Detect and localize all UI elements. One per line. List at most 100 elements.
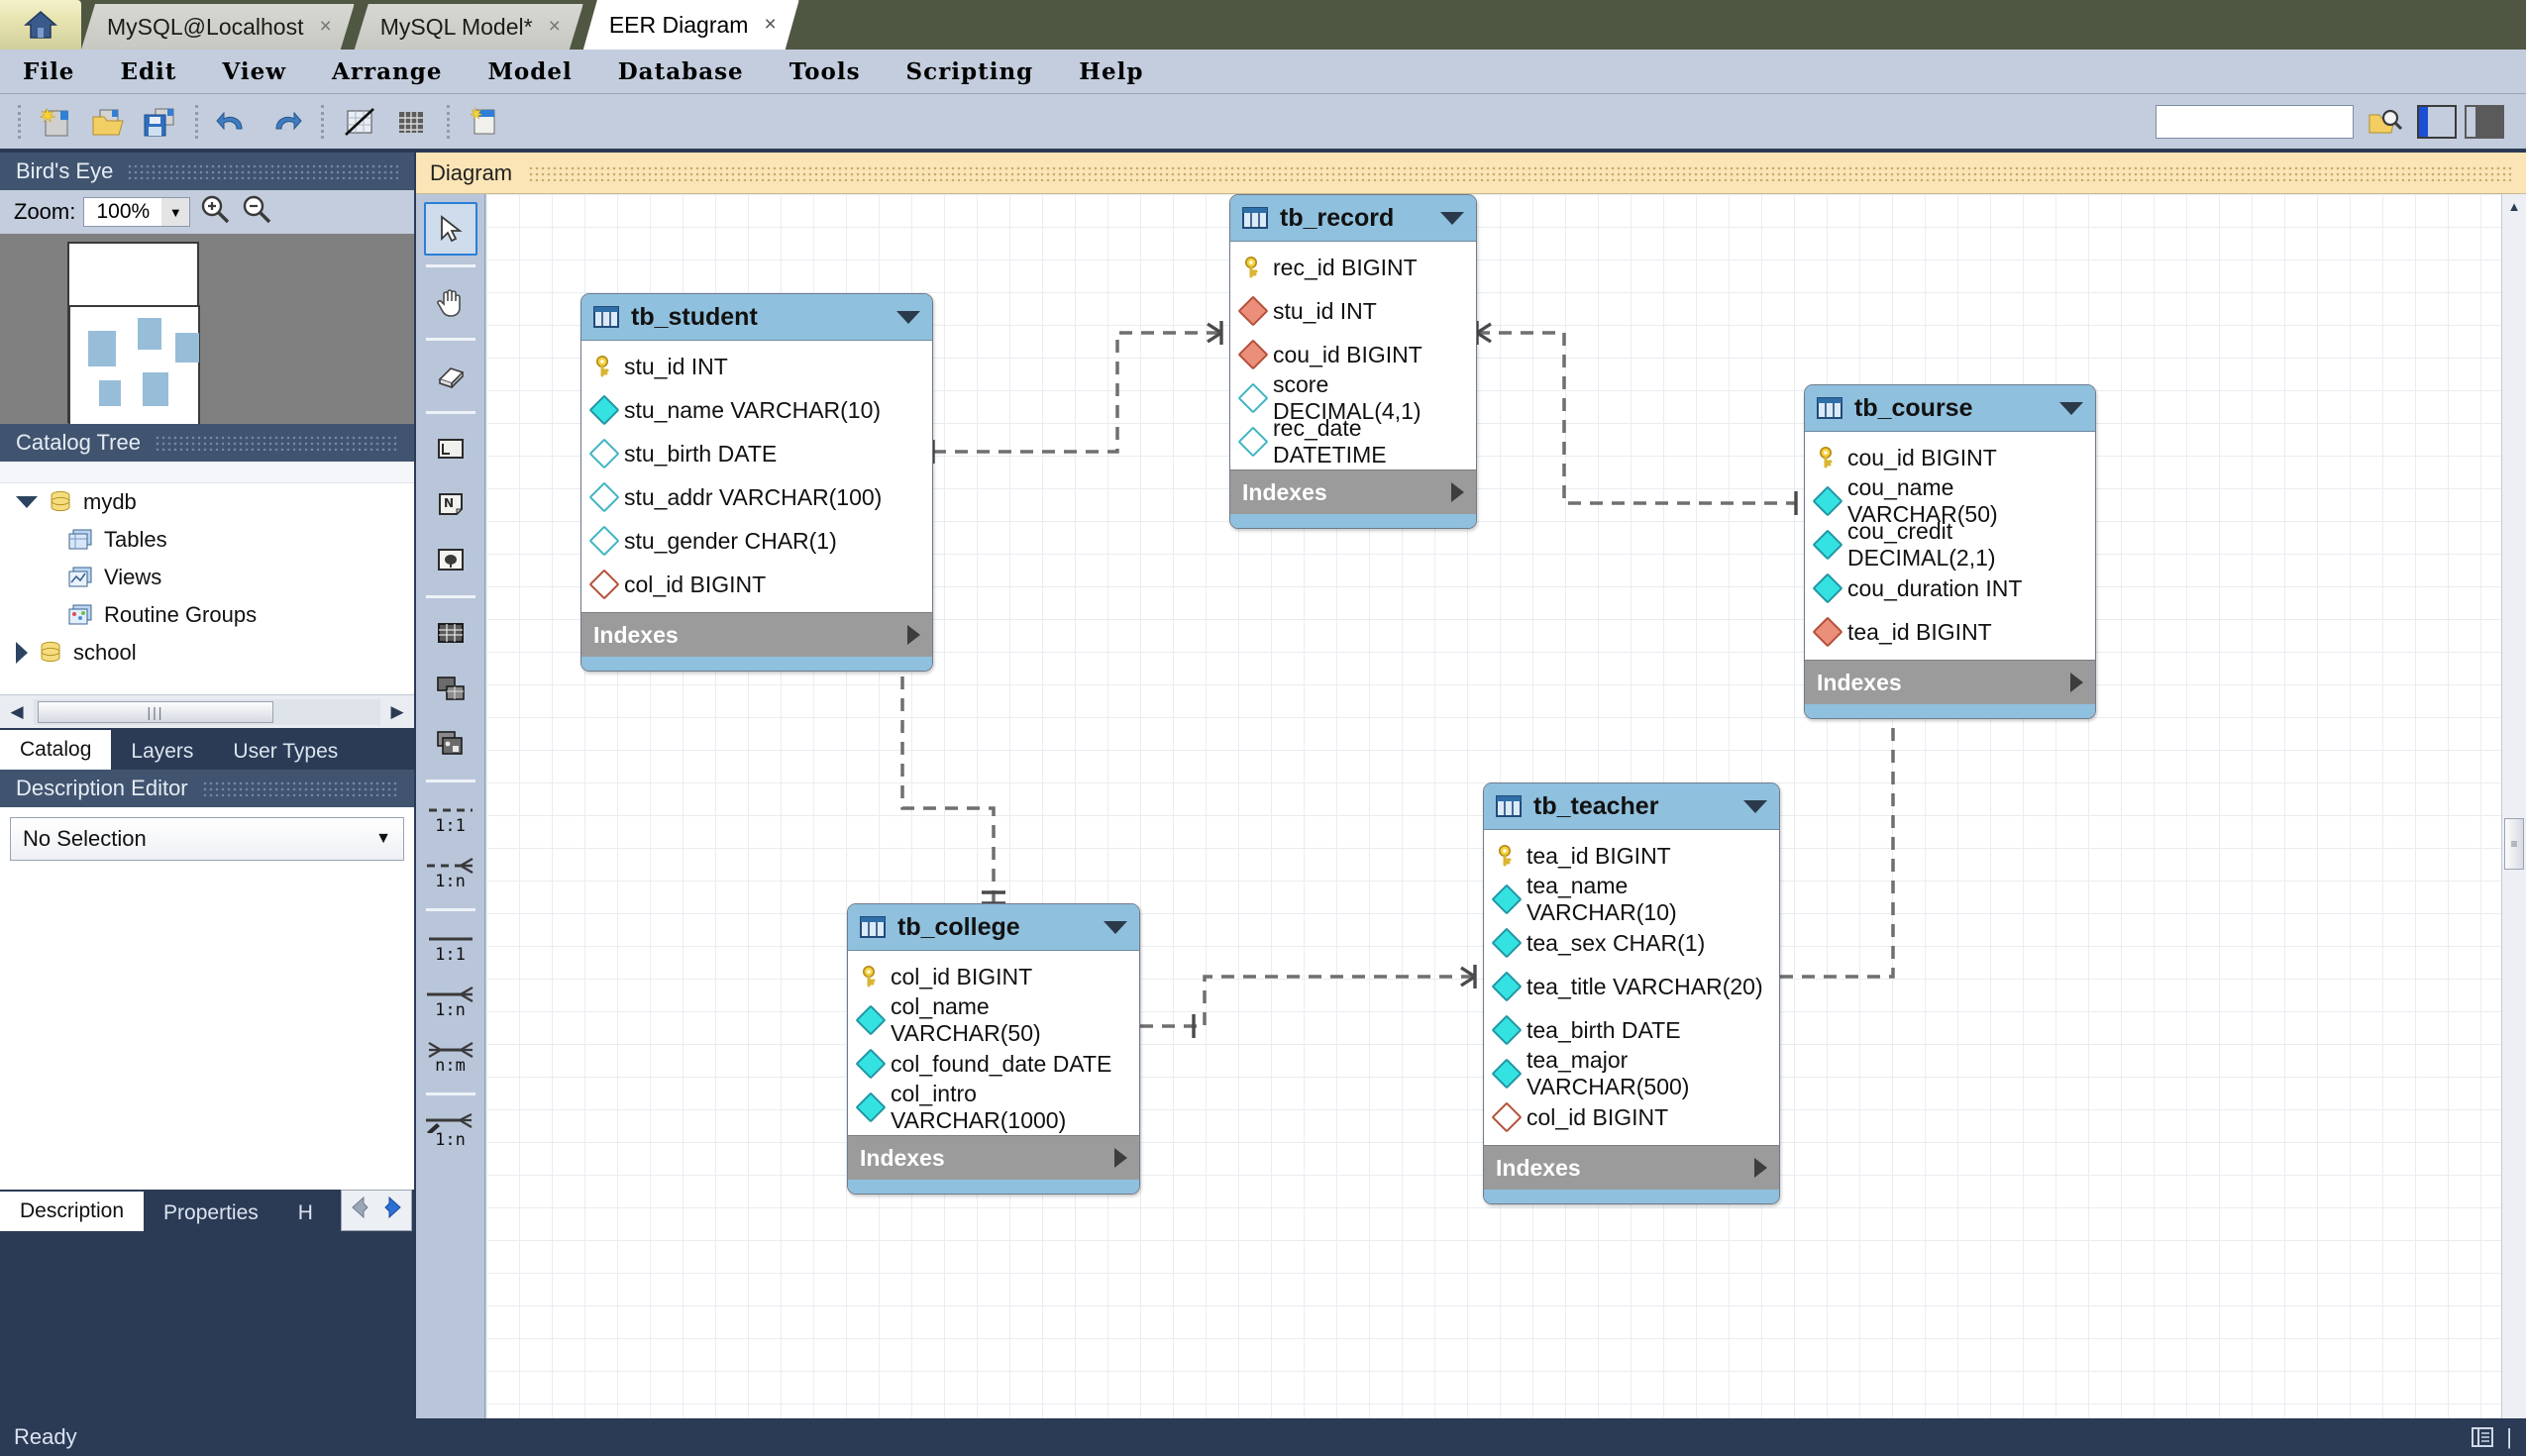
image-tool[interactable] <box>424 533 477 586</box>
open-model-icon[interactable] <box>84 99 132 145</box>
new-document-icon[interactable] <box>462 99 509 145</box>
tree-node-routine-groups[interactable]: Routine Groups <box>0 596 414 634</box>
column-row[interactable]: stu_birth DATE <box>581 432 932 475</box>
indexes-bar[interactable]: Indexes <box>1230 469 1476 514</box>
collapse-caret-icon[interactable] <box>2059 401 2083 415</box>
tab-history[interactable]: H <box>297 1201 313 1224</box>
home-icon[interactable] <box>0 0 81 50</box>
tree-node-tables[interactable]: Tables <box>0 521 414 559</box>
menu-view[interactable]: View <box>222 57 287 85</box>
secondary-sidebar-toggle-icon[interactable] <box>2465 104 2504 139</box>
scroll-up-arrow-icon[interactable]: ▲ <box>2507 199 2521 214</box>
column-row[interactable]: tea_id BIGINT <box>1484 834 1779 878</box>
zoom-out-icon[interactable] <box>240 193 273 231</box>
column-row[interactable]: cou_name VARCHAR(50) <box>1805 474 2095 527</box>
column-row[interactable]: tea_id BIGINT <box>1805 610 2095 654</box>
tab-mysql-model[interactable]: MySQL Model* × <box>355 4 583 50</box>
hand-tool[interactable] <box>424 275 477 329</box>
eraser-tool[interactable] <box>424 349 477 402</box>
table-header[interactable]: tb_record <box>1230 195 1476 242</box>
relationship-n-m[interactable]: n:m <box>420 1030 481 1086</box>
close-icon[interactable]: × <box>319 15 332 38</box>
tree-node-school[interactable]: school <box>0 634 414 672</box>
layer-tool[interactable] <box>424 422 477 475</box>
chevron-down-icon[interactable]: ▼ <box>375 830 391 847</box>
column-row[interactable]: col_id BIGINT <box>1484 1095 1779 1139</box>
tab-layers[interactable]: Layers <box>131 740 194 763</box>
column-row[interactable]: stu_name VARCHAR(10) <box>581 388 932 432</box>
column-row[interactable]: tea_birth DATE <box>1484 1008 1779 1052</box>
tab-catalog[interactable]: Catalog <box>0 730 112 770</box>
table-header[interactable]: tb_college <box>848 904 1139 951</box>
column-row[interactable]: col_name VARCHAR(50) <box>848 993 1139 1046</box>
column-row[interactable]: stu_gender CHAR(1) <box>581 519 932 563</box>
table-figure-tb_student[interactable]: tb_student stu_id INT stu_name VARCHAR(1… <box>580 293 933 672</box>
expand-arrow-icon[interactable] <box>1451 482 1464 502</box>
column-row[interactable]: col_found_date DATE <box>848 1042 1139 1086</box>
column-row[interactable]: cou_duration INT <box>1805 567 2095 610</box>
table-figure-tb_teacher[interactable]: tb_teacher tea_id BIGINT tea_name VARCHA… <box>1483 782 1780 1204</box>
menu-tools[interactable]: Tools <box>789 57 861 85</box>
close-icon[interactable]: × <box>764 13 777 36</box>
catalog-horizontal-scrollbar[interactable]: ◀ ||| ▶ <box>0 694 414 728</box>
table-figure-tb_record[interactable]: tb_record rec_id BIGINT stu_id INT cou_i… <box>1229 194 1477 529</box>
nav-forward-icon[interactable] <box>377 1193 407 1228</box>
table-figure-tb_course[interactable]: tb_course cou_id BIGINT cou_name VARCHAR… <box>1804 384 2096 719</box>
table-figure-tb_college[interactable]: tb_college col_id BIGINT col_name VARCHA… <box>847 903 1140 1195</box>
table-tool[interactable] <box>424 606 477 660</box>
column-row[interactable]: cou_id BIGINT <box>1805 436 2095 479</box>
menu-database[interactable]: Database <box>617 57 744 85</box>
canvas-vertical-scrollbar[interactable]: ▲ ≡ <box>2501 194 2526 1418</box>
expand-arrow-icon[interactable] <box>2070 673 2083 692</box>
tab-description[interactable]: Description <box>0 1192 145 1231</box>
table-header[interactable]: tb_student <box>581 294 932 341</box>
column-row[interactable]: col_intro VARCHAR(1000) <box>848 1081 1139 1133</box>
menu-help[interactable]: Help <box>1079 57 1144 85</box>
expand-arrow-icon[interactable] <box>1754 1158 1767 1178</box>
tab-mysql-localhost[interactable]: MySQL@Localhost × <box>81 4 355 50</box>
redo-icon[interactable] <box>262 99 309 145</box>
menu-edit[interactable]: Edit <box>120 57 177 85</box>
indexes-bar[interactable]: Indexes <box>1805 660 2095 704</box>
close-icon[interactable]: × <box>548 15 561 38</box>
column-row[interactable]: stu_id INT <box>1230 289 1476 333</box>
tree-node-views[interactable]: Views <box>0 559 414 596</box>
column-row[interactable]: col_id BIGINT <box>848 955 1139 998</box>
menu-arrange[interactable]: Arrange <box>332 57 443 85</box>
relationship-1-n-non-identifying[interactable]: 1:n <box>420 975 481 1030</box>
sidebar-toggle-icon[interactable] <box>2417 104 2457 139</box>
expand-arrow-icon[interactable] <box>907 625 920 645</box>
note-tool[interactable]: N <box>424 477 477 531</box>
column-row[interactable]: stu_id INT <box>581 345 932 388</box>
collapse-caret-icon[interactable] <box>1743 799 1767 813</box>
relationship-picker-1-n[interactable]: 1:n <box>420 1103 481 1159</box>
collapse-caret-icon[interactable] <box>1440 211 1464 225</box>
column-row[interactable]: tea_sex CHAR(1) <box>1484 921 1779 965</box>
table-header[interactable]: tb_teacher <box>1484 783 1779 830</box>
chevron-right-icon[interactable] <box>16 642 28 664</box>
indexes-bar[interactable]: Indexes <box>581 612 932 657</box>
grid-icon[interactable] <box>387 99 435 145</box>
undo-icon[interactable] <box>210 99 258 145</box>
toggle-grid-icon[interactable] <box>336 99 383 145</box>
relationship-1-n-identifying[interactable]: 1:n <box>420 846 481 901</box>
collapse-caret-icon[interactable] <box>1104 920 1127 934</box>
menu-scripting[interactable]: Scripting <box>905 57 1034 85</box>
relationship-1-1-non-identifying[interactable]: 1:1 <box>420 919 481 975</box>
diagram-canvas[interactable]: tb_student stu_id INT stu_name VARCHAR(1… <box>486 194 2501 1418</box>
tab-eer-diagram[interactable]: EER Diagram × <box>583 0 799 50</box>
chevron-down-icon[interactable]: ▼ <box>161 198 190 226</box>
table-header[interactable]: tb_course <box>1805 385 2095 432</box>
routine-group-tool[interactable] <box>424 717 477 771</box>
column-row[interactable]: cou_id BIGINT <box>1230 333 1476 376</box>
column-row[interactable]: rec_date DATETIME <box>1230 415 1476 468</box>
collapse-caret-icon[interactable] <box>896 310 920 324</box>
relationship-1-1-identifying[interactable]: 1:1 <box>420 790 481 846</box>
indexes-bar[interactable]: Indexes <box>848 1135 1139 1180</box>
new-model-icon[interactable] <box>33 99 80 145</box>
column-row[interactable]: score DECIMAL(4,1) <box>1230 371 1476 424</box>
column-row[interactable]: tea_title VARCHAR(20) <box>1484 965 1779 1008</box>
scrollbar-thumb[interactable]: ≡ <box>2504 818 2524 870</box>
tab-user-types[interactable]: User Types <box>233 740 339 763</box>
view-tool[interactable] <box>424 662 477 715</box>
